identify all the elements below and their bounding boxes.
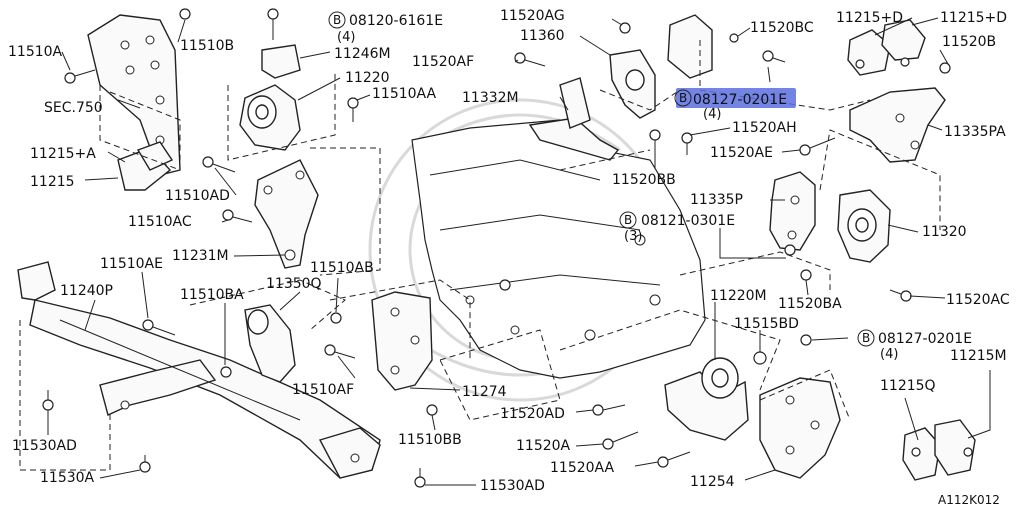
label-11520BA: 11520BA <box>778 296 842 312</box>
label-11510AA: 11510AA <box>372 86 437 102</box>
front-crossmember-11240P <box>17 261 381 479</box>
mount-11320 <box>837 189 891 263</box>
bolt-marker-b: B <box>862 331 870 345</box>
label-leaders <box>47 17 991 486</box>
label-bolt-08121: 08121-0301E <box>641 213 735 229</box>
bolts <box>42 8 973 488</box>
label-11520B: 11520B <box>942 34 996 50</box>
label-11231M: 11231M <box>172 248 229 264</box>
label-11510A: 11510A <box>8 44 63 60</box>
mount-pads-11215Q-11215M <box>902 419 976 481</box>
label-11274: 11274 <box>462 384 507 400</box>
bracket-11335PA <box>849 87 946 163</box>
label-11510B: 11510B <box>180 38 234 54</box>
label-11510AD: 11510AD <box>165 188 230 204</box>
label-qty-3: (3) <box>624 229 642 244</box>
label-11215A: 11215+A <box>30 146 96 162</box>
bolt-spec-markers: B B B B <box>328 11 875 347</box>
label-11215D-2: 11215+D <box>940 10 1007 26</box>
label-bolt-08127-top: 08127-0201E <box>693 92 787 108</box>
bracket-11332M <box>528 77 620 161</box>
label-11520AC: 11520AC <box>946 292 1010 308</box>
highlight-box <box>676 88 796 108</box>
bracket-11246M <box>261 44 301 79</box>
label-qty-4: (4) <box>880 347 898 362</box>
label-11510AE: 11510AE <box>100 256 163 272</box>
label-11510BB: 11510BB <box>398 432 462 448</box>
label-11520AA: 11520AA <box>550 460 615 476</box>
label-11335P: 11335P <box>690 192 743 208</box>
label-11215: 11215 <box>30 174 75 190</box>
bolt-marker-b: B <box>333 13 341 27</box>
bracket-top-center <box>667 14 713 79</box>
label-11515BD: 11515BD <box>734 316 799 332</box>
label-11215M: 11215M <box>950 348 1007 364</box>
mount-pad-11215 <box>117 141 174 191</box>
mount-11350Q <box>244 304 296 383</box>
label-11360: 11360 <box>520 28 565 44</box>
engine-block <box>411 119 706 379</box>
label-11520AF: 11520AF <box>412 54 474 70</box>
label-bolt-08127-right: 08127-0201E <box>878 331 972 347</box>
bolt-marker-b: B <box>624 213 632 227</box>
label-bolt-08120: 08120-6161E <box>349 13 443 29</box>
label-11520A: 11520A <box>516 438 571 454</box>
label-11520AD: 11520AD <box>500 406 565 422</box>
label-11254: 11254 <box>690 474 735 490</box>
label-11215D: 11215+D <box>836 10 903 26</box>
label-11510BA: 11510BA <box>180 287 244 303</box>
label-qty-4: (4) <box>337 30 355 45</box>
label-11246M: 11246M <box>334 46 391 62</box>
bolt-marker-b: B <box>679 91 687 105</box>
bracket-11274 <box>371 291 433 391</box>
mount-11220M <box>664 357 749 441</box>
label-11530AD: 11530AD <box>12 438 77 454</box>
label-11510AC: 11510AC <box>128 214 192 230</box>
bracket-11335P <box>769 171 816 251</box>
label-11520BC: 11520BC <box>750 20 814 36</box>
label-11350Q: 11350Q <box>266 276 322 292</box>
part-labels: 11510A 11510B 08120-6161E (4) 11246M 112… <box>8 8 1010 507</box>
mount-11220 <box>239 84 301 151</box>
label-11240P: 11240P <box>60 283 113 299</box>
label-11320: 11320 <box>922 224 967 240</box>
label-11335PA: 11335PA <box>944 124 1006 140</box>
label-11215Q: 11215Q <box>880 378 936 394</box>
label-11332M: 11332M <box>462 90 519 106</box>
dashed-guides <box>19 40 941 471</box>
mount-11360 <box>609 49 656 119</box>
label-qty-4: (4) <box>703 107 721 122</box>
bracket-11254 <box>759 377 841 479</box>
label-11520AG: 11520AG <box>500 8 565 24</box>
bracket-11231M <box>254 159 319 269</box>
label-sec750: SEC.750 <box>44 100 103 116</box>
label-11220: 11220 <box>345 70 390 86</box>
label-11220M: 11220M <box>710 288 767 304</box>
label-11520AE: 11520AE <box>710 145 773 161</box>
label-11520AH: 11520AH <box>732 120 797 136</box>
label-11510AB: 11510AB <box>310 260 374 276</box>
label-11510AF: 11510AF <box>292 382 354 398</box>
label-11530AD-bottom: 11530AD <box>480 478 545 494</box>
label-11520BB: 11520BB <box>612 172 676 188</box>
diagram-code: A112K012 <box>938 493 1000 507</box>
label-11530A: 11530A <box>40 470 95 486</box>
